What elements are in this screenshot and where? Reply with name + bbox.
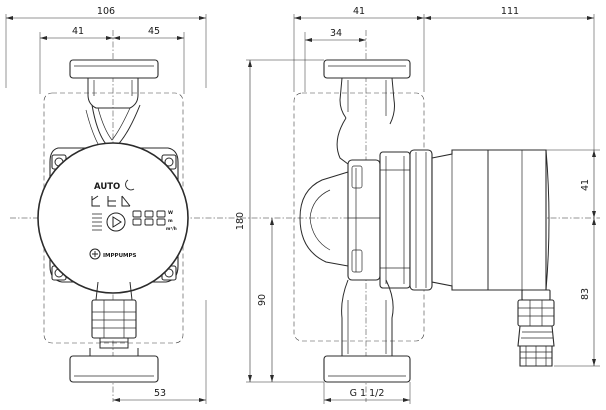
dim-head-upper: 41 [580, 179, 591, 191]
brand-logo-icon [89, 248, 101, 260]
side-electronics-head [431, 149, 547, 291]
side-view [293, 59, 555, 383]
cable-gland-nut [517, 299, 555, 327]
dim-axis-height: 90 [257, 294, 268, 306]
dim-overall-width: 106 [97, 6, 115, 17]
dim-body-depth: 41 [353, 6, 365, 17]
side-motor-flange [379, 151, 411, 289]
dim-bottom-offset: 53 [154, 388, 166, 399]
unit-m3h-label: m³/h [166, 226, 177, 231]
night-mode-icon [125, 179, 135, 191]
side-bottom-flange [323, 355, 411, 383]
dim-motor-length: 111 [501, 6, 519, 17]
front-view: AUTO W m m³/h IMPPUMPS [37, 59, 189, 383]
side-dimensions: 41 111 34 180 90 41 [235, 6, 600, 404]
seven-segment-display [132, 210, 166, 226]
curve-mode-icons [91, 195, 131, 207]
dim-flange-depth: 34 [330, 28, 342, 39]
dim-height: 180 [235, 212, 246, 230]
dim-head-lower: 83 [580, 288, 591, 300]
side-pump-housing [347, 159, 381, 281]
cable-gland-base [521, 289, 551, 301]
play-button-icon [92, 212, 126, 232]
thread-label: G 1 1/2 [350, 388, 385, 399]
brand-label: IMPPUMPS [103, 253, 137, 259]
side-volute-curve [299, 171, 349, 219]
unit-m-label: m [168, 219, 173, 224]
front-top-neck [87, 78, 139, 109]
front-top-flange [69, 59, 159, 79]
front-dimensions: 106 41 45 53 [5, 6, 207, 404]
side-top-flange [323, 59, 411, 79]
unit-w-label: W [168, 210, 173, 216]
front-bottom-nut [91, 299, 137, 339]
mode-auto-label: AUTO [94, 182, 120, 192]
front-bottom-flange [69, 355, 159, 383]
dim-left-half: 41 [72, 26, 84, 37]
dim-right-half: 45 [148, 26, 160, 37]
side-motor-collar [409, 149, 433, 291]
